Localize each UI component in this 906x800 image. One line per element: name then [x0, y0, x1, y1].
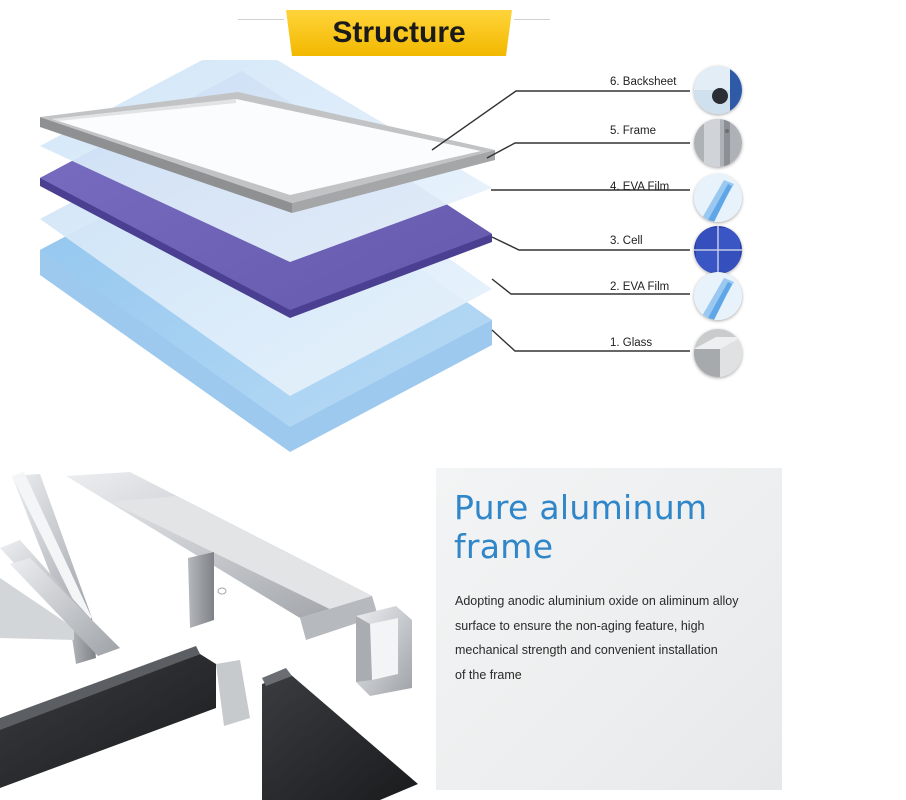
callout-label-eva-film-lower: 2. EVA Film [610, 280, 669, 294]
frame-section-description: Adopting anodic aluminium oxide on alimi… [455, 589, 775, 687]
frame-section-title-line-1: Pure aluminum [454, 488, 707, 527]
eva-film-swatch-icon [694, 272, 742, 320]
aluminum-frame-photo [0, 468, 436, 800]
callout-label-glass: 1. Glass [610, 336, 652, 350]
title-rule-left [238, 19, 284, 20]
description-line: of the frame [455, 668, 522, 682]
frame-section-title: Pure aluminum frame [454, 488, 774, 566]
page-title: Structure [286, 10, 512, 56]
solar-panel-layer-diagram [0, 60, 906, 460]
callout-label-cell: 3. Cell [610, 234, 643, 248]
title-banner: Structure [286, 10, 512, 56]
backsheet-swatch-icon [694, 66, 742, 114]
eva-film-swatch-icon [694, 174, 742, 222]
description-line: Adopting anodic aluminium oxide on alimi… [455, 594, 739, 608]
frame-section-title-line-2: frame [454, 527, 553, 566]
description-line: surface to ensure the non-aging feature,… [455, 619, 704, 633]
aluminum-frame-info-panel: Pure aluminum frame Adopting anodic alum… [436, 468, 782, 790]
title-rule-right [514, 19, 550, 20]
glass-swatch-icon [694, 329, 742, 377]
callout-label-eva-film-upper: 4. EVA Film [610, 180, 669, 194]
callout-label-frame: 5. Frame [610, 124, 656, 138]
description-line: mechanical strength and convenient insta… [455, 643, 718, 657]
frame-swatch-icon [694, 119, 742, 167]
solar-cell-swatch-icon [694, 226, 742, 274]
callout-label-backsheet: 6. Backsheet [610, 75, 676, 89]
